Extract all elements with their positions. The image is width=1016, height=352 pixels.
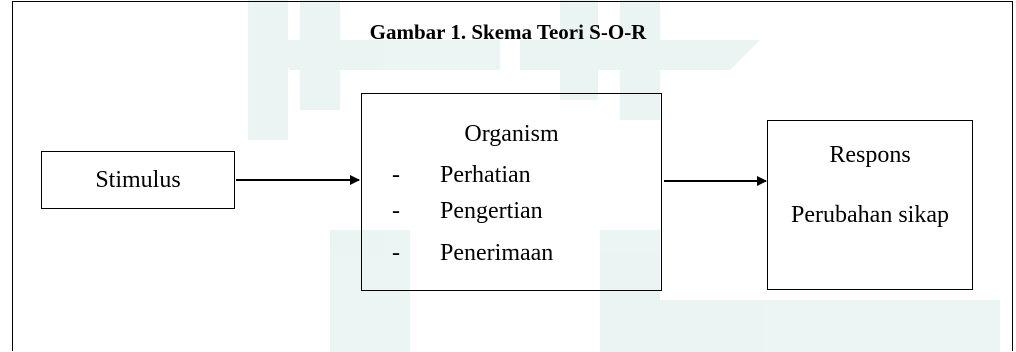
organism-item: - Penerimaan [392, 240, 553, 267]
organism-label: Organism [464, 121, 559, 147]
stimulus-label: Stimulus [95, 167, 181, 193]
stimulus-box [41, 151, 235, 209]
response-label: Respons [829, 142, 911, 168]
list-bullet: - [392, 240, 400, 266]
response-text: Perubahan sikap [791, 202, 949, 228]
organism-item-text: Penerimaan [440, 240, 554, 266]
diagram-frame [12, 1, 1013, 351]
figure-title: Gambar 1. Skema Teori S-O-R [369, 20, 647, 44]
organism-box [361, 93, 662, 291]
list-bullet: - [392, 198, 400, 224]
response-box [767, 120, 973, 290]
organism-item: - Perhatian [392, 162, 531, 189]
list-bullet: - [392, 162, 400, 188]
organism-item-text: Perhatian [440, 162, 531, 188]
organism-item: - Pengertian [392, 198, 543, 225]
organism-item-text: Pengertian [440, 198, 543, 224]
